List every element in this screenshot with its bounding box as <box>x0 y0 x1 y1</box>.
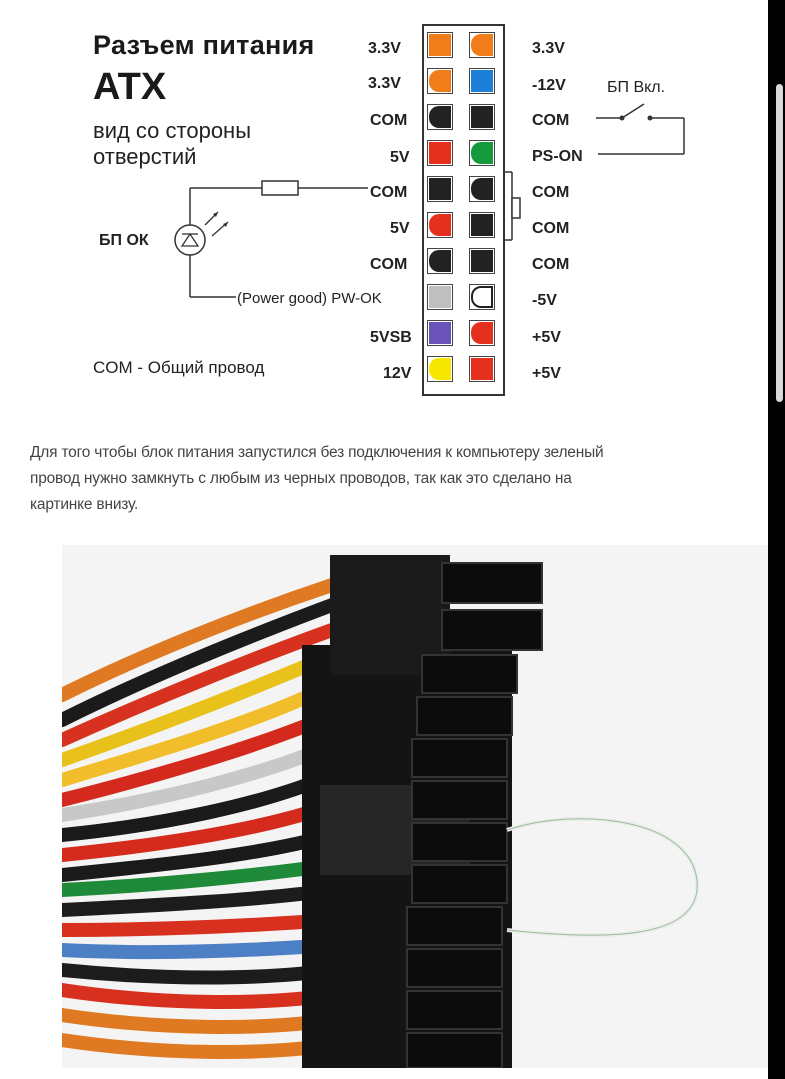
pin-black <box>429 178 451 200</box>
paragraph-line: Для того чтобы блок питания запустился б… <box>30 444 604 461</box>
left-pin-label: 12V <box>383 365 412 382</box>
resistor-icon <box>261 180 299 196</box>
right-pin-label: COM <box>532 256 570 273</box>
article-page: Разъем питания ATX вид со стороны отверс… <box>0 0 768 1079</box>
left-pin-label: 3.3V <box>368 40 401 57</box>
com-note: COM - Общий провод <box>93 358 265 377</box>
pin-red <box>429 214 451 236</box>
pin-red <box>471 358 493 380</box>
pin-black <box>471 214 493 236</box>
power-ok-label: БП ОК <box>99 232 149 249</box>
connector-photo <box>62 545 768 1068</box>
right-pin-label: -12V <box>532 77 566 94</box>
atx-connector-photo-image <box>62 545 768 1068</box>
pin-blue <box>471 70 493 92</box>
diagram-subtitle-line1: вид со стороны <box>93 118 252 143</box>
right-pin-label: COM <box>532 112 570 129</box>
pin-black <box>429 250 451 272</box>
diagram-title: Разъем питания <box>93 30 315 60</box>
right-pin-label: PS-ON <box>532 148 583 165</box>
switch-icon <box>621 103 645 119</box>
left-pin-label: 5V <box>390 220 410 237</box>
left-pin-label: 5VSB <box>370 329 412 346</box>
pin-green <box>471 142 493 164</box>
left-pin-label: COM <box>370 256 408 273</box>
pin-yellow <box>429 358 451 380</box>
left-pin-label: COM <box>370 184 408 201</box>
power-good-label: (Power good) PW-OK <box>237 290 382 307</box>
left-pin-label: 5V <box>390 149 410 166</box>
led-icon <box>174 224 206 256</box>
pin-red <box>429 142 451 164</box>
left-pin-label: 3.3V <box>368 75 401 92</box>
right-pin-label: COM <box>532 220 570 237</box>
pin-black <box>471 106 493 128</box>
pin-black <box>471 178 493 200</box>
diagram-subtitle-line2: отверстий <box>93 144 197 169</box>
pin-white <box>471 286 493 308</box>
wiring-lines <box>174 103 685 298</box>
right-pin-label: +5V <box>532 329 561 346</box>
right-pin-label: COM <box>532 184 570 201</box>
instruction-paragraph: Для того чтобы блок питания запустился б… <box>30 440 750 518</box>
pin-orange <box>429 34 451 56</box>
right-pin-label: +5V <box>532 365 561 382</box>
diagram-title-atx: ATX <box>93 66 167 108</box>
left-pin-label: COM <box>370 112 408 129</box>
right-pin-label: 3.3V <box>532 40 565 57</box>
pin-gray <box>429 286 451 308</box>
paragraph-line: провод нужно замкнуть с любым из черных … <box>30 470 572 487</box>
pin-black <box>429 106 451 128</box>
paragraph-line: картинке внизу. <box>30 496 139 513</box>
power-switch-label: БП Вкл. <box>607 79 666 96</box>
atx-pinout-diagram: Разъем питания ATX вид со стороны отверс… <box>0 0 768 420</box>
pin-purple <box>429 322 451 344</box>
pin-red <box>471 322 493 344</box>
pin-black <box>471 250 493 272</box>
scrollbar-thumb[interactable] <box>776 84 783 402</box>
pin-orange <box>429 70 451 92</box>
right-pin-label: -5V <box>532 292 557 309</box>
pin-orange <box>471 34 493 56</box>
